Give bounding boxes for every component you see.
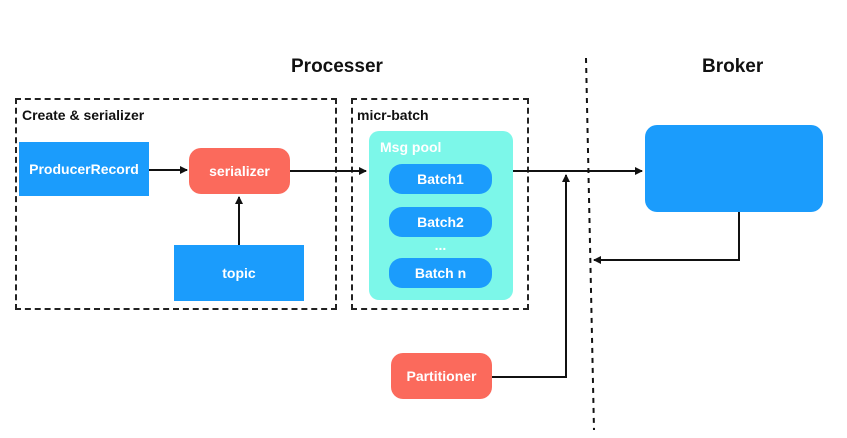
batch-n: Batch n [389,258,492,288]
msg-pool-label: Msg pool [380,139,442,155]
arrow-partitioner-up [492,174,570,378]
create-serializer-label: Create & serializer [22,107,145,123]
broker-node [645,125,823,212]
processer-broker-divider [585,57,595,431]
batch-2: Batch2 [389,207,492,237]
producer-record-node: ProducerRecord [19,142,149,196]
serializer-node: serializer [189,148,290,194]
topic-node: topic [174,245,304,301]
micro-batch-group [351,98,529,310]
batch-ellipsis: ... [434,237,447,253]
batch-1: Batch1 [389,164,492,194]
broker-heading: Broker [702,56,764,77]
processer-heading: Processer [291,56,383,77]
micro-batch-label: micr-batch [357,107,429,123]
partitioner-node: Partitioner [391,353,492,399]
arrow-broker-return [593,212,740,264]
create-serializer-group [15,98,337,310]
